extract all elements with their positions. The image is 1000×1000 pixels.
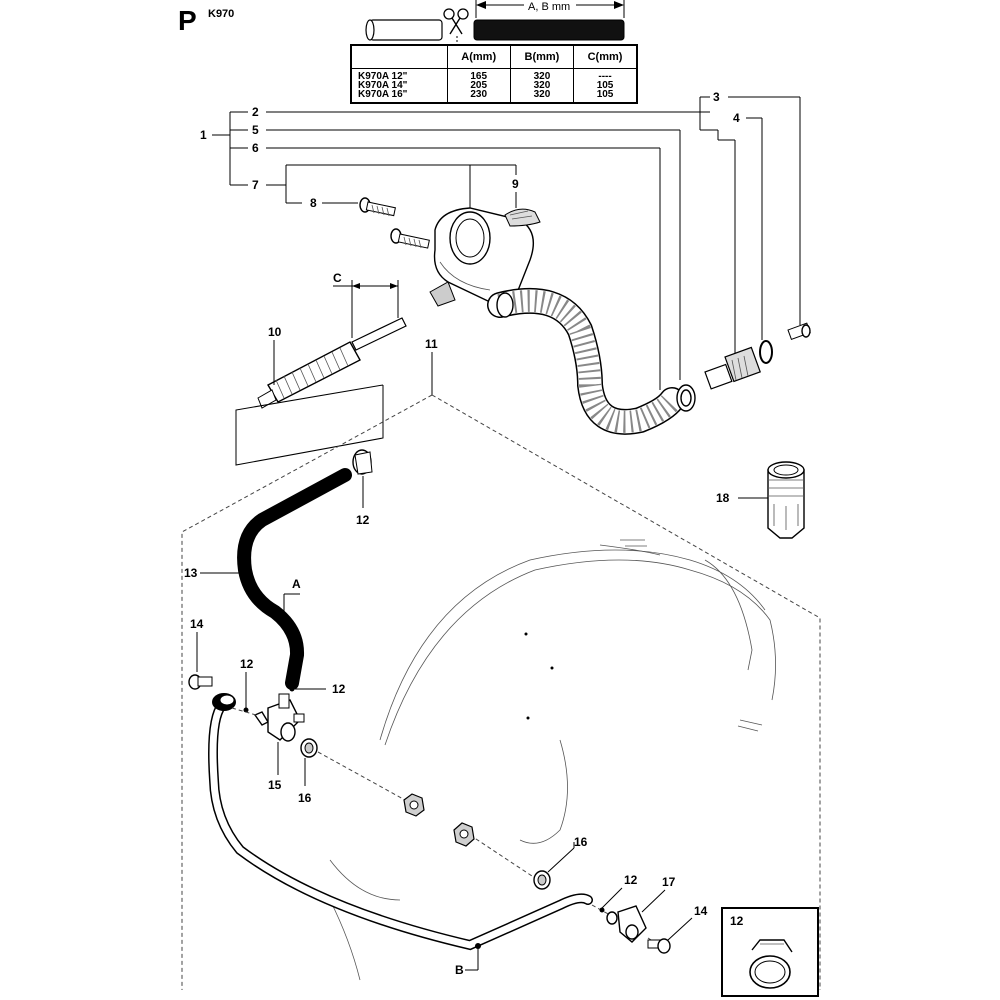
callout-15: 15 bbox=[268, 778, 282, 792]
callout-9: 9 bbox=[512, 177, 519, 191]
dim-letter-a: A bbox=[292, 577, 301, 591]
fitting-17: 17 bbox=[606, 875, 676, 943]
hose-13: 13 bbox=[184, 468, 352, 690]
adapter-18: 18 bbox=[716, 461, 805, 539]
fitting-nut-6 bbox=[676, 384, 696, 412]
dimension-table: A(mm) B(mm) C(mm) K970A 12"K970A 14"K970… bbox=[350, 44, 638, 104]
table-header-cell: C(mm) bbox=[573, 46, 636, 69]
leader-lines-top bbox=[212, 96, 801, 390]
callout-12-left: 12 bbox=[240, 657, 254, 671]
callout-2: 2 bbox=[252, 105, 259, 119]
callout-14-right: 14 bbox=[694, 904, 708, 918]
callout-12-upper: 12 bbox=[356, 513, 370, 527]
nipple-3 bbox=[787, 322, 811, 341]
callout-5: 5 bbox=[252, 123, 259, 137]
dimension-c: C bbox=[333, 271, 399, 338]
callout-7: 7 bbox=[252, 178, 259, 192]
clamp-12-right: 12 bbox=[599, 873, 638, 913]
inset-label: 12 bbox=[730, 914, 744, 928]
upper-hose bbox=[487, 287, 685, 435]
valve-housing bbox=[429, 207, 541, 307]
model-name: K970 bbox=[208, 8, 234, 20]
callout-16-left: 16 bbox=[298, 791, 312, 805]
dim-letter-c: C bbox=[333, 271, 342, 285]
spiral-guard-10: 10 bbox=[257, 317, 407, 409]
dimension-label: A, B mm bbox=[528, 1, 570, 13]
callout-10: 10 bbox=[268, 325, 282, 339]
screw-part-8 bbox=[359, 197, 430, 249]
callout-12-tee: 12 bbox=[332, 682, 346, 696]
clamp-12-tee: 12 bbox=[289, 682, 346, 696]
callout-1: 1 bbox=[200, 128, 207, 142]
callout-13: 13 bbox=[184, 566, 198, 580]
table-header-row: A(mm) B(mm) C(mm) bbox=[352, 46, 636, 69]
table-header-cell: B(mm) bbox=[509, 46, 574, 69]
mid-nuts bbox=[403, 793, 475, 847]
table-header-cell: A(mm) bbox=[446, 46, 511, 69]
callout-18: 18 bbox=[716, 491, 730, 505]
clamp-12-upper: 12 bbox=[352, 449, 373, 527]
callout-16-right: 16 bbox=[574, 835, 588, 849]
callout-11: 11 bbox=[425, 337, 438, 351]
callout-14-left: 14 bbox=[190, 617, 204, 631]
scissors-icon bbox=[443, 8, 469, 35]
oring-4 bbox=[759, 340, 773, 364]
bracket-11: 11 bbox=[235, 337, 438, 466]
coupling-5 bbox=[704, 346, 761, 390]
tee-fitting-15: 15 bbox=[253, 693, 305, 792]
table-cell-model: K970A 12"K970A 14"K970A 16" bbox=[358, 71, 408, 100]
callout-6: 6 bbox=[252, 141, 259, 155]
page-letter: P bbox=[178, 5, 197, 36]
hose-cut-illustration: A, B mm bbox=[365, 0, 625, 48]
machine-outline-dashed bbox=[181, 394, 821, 990]
blade-guard-sketch bbox=[329, 539, 776, 981]
clamp-12-left: 12 bbox=[240, 657, 254, 713]
nut-16-left: 16 bbox=[298, 738, 318, 805]
callout-3: 3 bbox=[713, 90, 720, 104]
alignment-lines bbox=[231, 707, 661, 947]
callout-4: 4 bbox=[733, 111, 740, 125]
nut-16-right: 16 bbox=[533, 835, 588, 890]
screw-14-right: 14 bbox=[647, 904, 708, 954]
screw-14-left: 14 bbox=[188, 617, 213, 690]
inset-clamp-box: 12 bbox=[721, 907, 819, 997]
callout-8: 8 bbox=[310, 196, 317, 210]
lower-hose: B bbox=[208, 693, 593, 977]
dim-letter-b: B bbox=[455, 963, 464, 977]
table-header-cell bbox=[352, 46, 448, 69]
dimension-a: A bbox=[283, 577, 301, 620]
callout-12-right: 12 bbox=[624, 873, 638, 887]
callout-17: 17 bbox=[662, 875, 676, 889]
